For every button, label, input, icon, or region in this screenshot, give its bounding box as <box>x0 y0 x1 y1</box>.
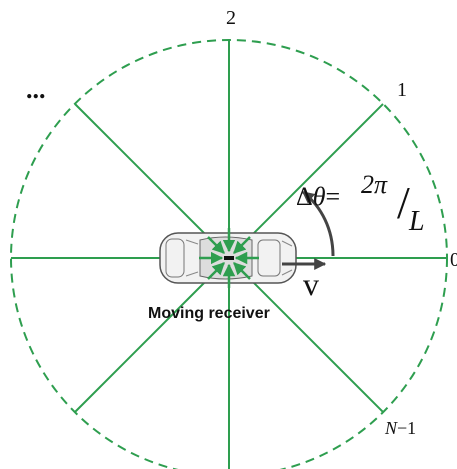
formula-denominator: L <box>408 206 425 237</box>
delta-symbol: Δ <box>296 182 313 211</box>
minus-one: −1 <box>397 418 416 438</box>
theta-symbol: θ <box>313 182 326 211</box>
signal-arrow-1 <box>233 236 251 254</box>
receiver-point <box>224 256 234 260</box>
velocity-label: v <box>303 266 319 302</box>
formula-lhs: Δθ= <box>296 182 340 211</box>
angle-label-0: 0 <box>450 249 457 271</box>
n-symbol: N <box>384 418 398 438</box>
angle-label-n-minus-1: N−1 <box>384 418 416 438</box>
formula-slash: / <box>397 177 410 228</box>
equals-sign: = <box>326 182 341 211</box>
angle-label-ellipsis: ... <box>26 75 46 104</box>
signal-arrow-3 <box>207 236 225 254</box>
receiver-caption: Moving receiver <box>148 305 270 322</box>
formula-numerator: 2π <box>361 170 388 199</box>
incoming-signal-arrows <box>199 228 259 288</box>
angle-arc-arrow <box>302 190 335 257</box>
angle-label-2: 2 <box>226 7 236 29</box>
ray-lines <box>11 40 447 469</box>
signal-arrow-5 <box>207 262 225 280</box>
signal-arrow-7 <box>233 262 251 280</box>
angle-label-1: 1 <box>397 79 407 101</box>
delta-theta-formula: Δθ= 2π / L <box>296 170 425 237</box>
